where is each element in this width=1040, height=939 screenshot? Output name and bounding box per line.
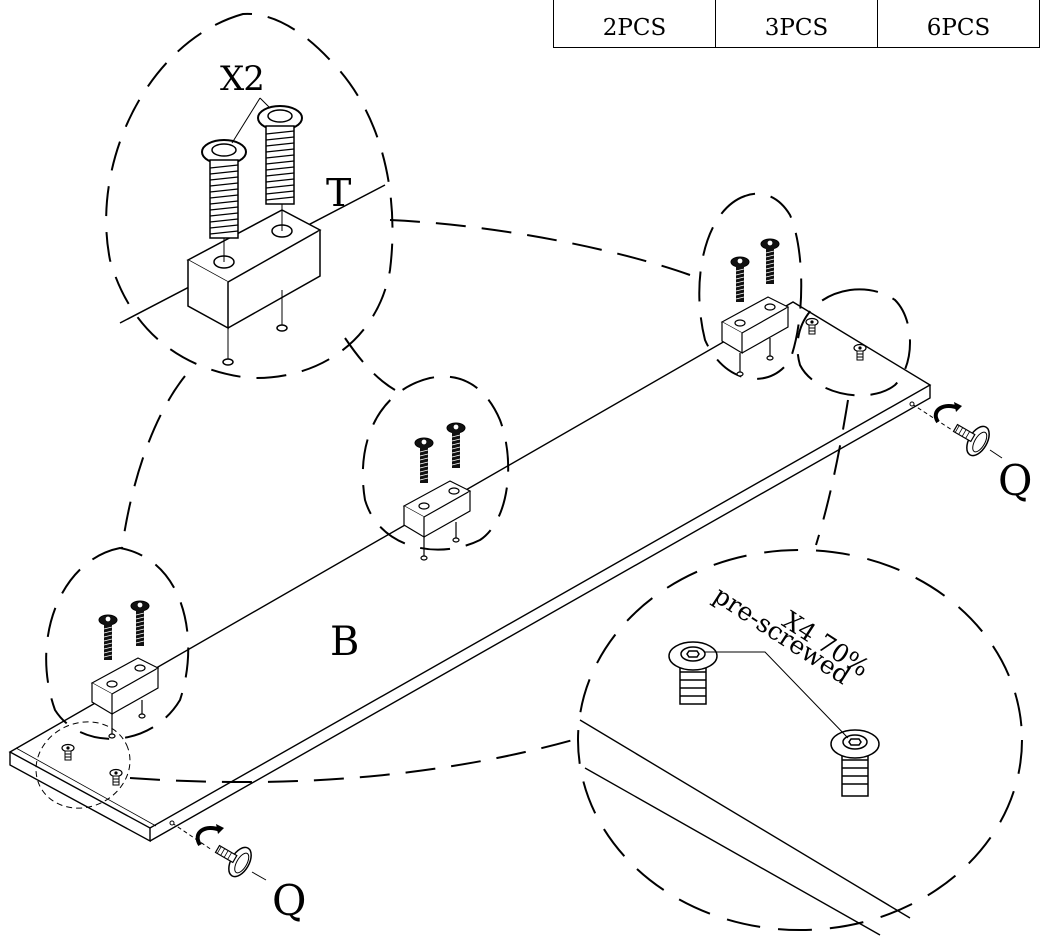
bracket-t-enlarged — [119, 184, 386, 366]
bolt-threads-enlarged — [209, 97, 295, 235]
bolt-middle-1 — [414, 437, 434, 484]
bolt-middle-2 — [446, 422, 466, 469]
table-cell-6pcs: 6PCS — [877, 0, 1040, 48]
bracket-left — [90, 657, 160, 739]
connector-pins-callout — [129, 399, 849, 784]
board-b — [8, 301, 932, 843]
table-cell-3pcs: 3PCS — [715, 0, 878, 48]
table-cell-2pcs: 2PCS — [553, 0, 716, 48]
label-q-right: Q — [998, 456, 1033, 505]
bolt-left-2 — [130, 600, 150, 647]
callout-bracket-detail — [105, 12, 691, 549]
bolt-left-1 — [98, 614, 118, 661]
knob-q-bottom — [169, 820, 267, 882]
bracket-right — [720, 296, 790, 377]
pin-enlarged-1 — [668, 641, 718, 705]
label-t: T — [326, 171, 352, 215]
pin-enlarged-2 — [830, 729, 880, 797]
callout-middle-bracket — [361, 375, 510, 551]
leader-lines-pins — [705, 651, 849, 739]
bolt-enlarged-2 — [257, 105, 303, 205]
bolt-right-1 — [730, 256, 750, 303]
table-row: 2PCS 3PCS 6PCS — [553, 0, 1040, 48]
label-b: B — [330, 619, 360, 665]
callout-right-bracket — [698, 192, 803, 380]
bolt-right-2 — [760, 238, 780, 285]
board-edge-enlarged — [579, 719, 911, 936]
bolt-enlarged-1 — [201, 139, 247, 239]
callout-pre-screwed-detail — [577, 549, 1023, 931]
callout-right-pins — [796, 288, 911, 397]
label-x2: X2 — [220, 59, 265, 99]
parts-count-table: 2PCS 3PCS 6PCS — [553, 0, 1040, 48]
label-q-bottom: Q — [272, 876, 307, 925]
bracket-middle — [402, 480, 472, 561]
knob-q-right — [909, 401, 1003, 461]
callout-left-bracket — [45, 546, 190, 740]
callout-left-pins — [35, 721, 131, 809]
